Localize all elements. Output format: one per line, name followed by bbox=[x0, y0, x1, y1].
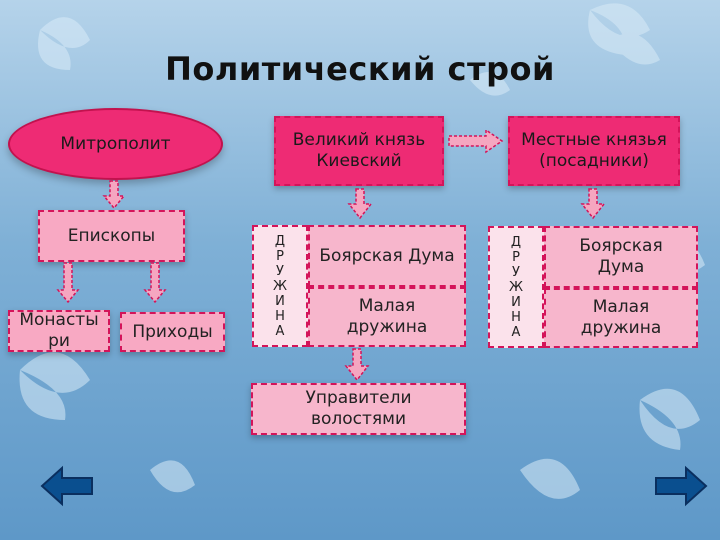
boyar-duma-center-node: Боярская Дума bbox=[308, 225, 466, 287]
boyar-duma-right-line2: Дума bbox=[597, 257, 645, 277]
grand-prince-label-line2: Киевский bbox=[316, 151, 402, 171]
druzhina-letter: И bbox=[275, 293, 285, 309]
druzhina-letter: У bbox=[512, 264, 520, 280]
monasteries-label-line2: ри bbox=[48, 331, 70, 351]
druzhina-vertical-center: Д Р У Ж И Н А bbox=[252, 225, 308, 347]
grand-prince-node: Великий князь Киевский bbox=[274, 116, 444, 186]
local-princes-label-line1: Местные князья bbox=[521, 130, 667, 150]
druzhina-letter: Д bbox=[274, 233, 286, 249]
boyar-duma-right-line1: Боярская bbox=[579, 236, 663, 256]
druzhina-letter: Н bbox=[511, 309, 521, 325]
druzhina-letter: Д bbox=[510, 234, 522, 250]
governors-label-line1: Управители bbox=[305, 388, 412, 408]
druzhina-letter: Ж bbox=[508, 279, 523, 295]
local-princes-node: Местные князья (посадники) bbox=[508, 116, 680, 186]
monasteries-label-line1: Монасты bbox=[19, 310, 99, 330]
right-arrow-icon bbox=[655, 465, 708, 507]
druzhina-letter: Р bbox=[276, 248, 284, 264]
arrow-group-to-governors bbox=[344, 348, 370, 382]
small-retinue-center-node: Малая дружина bbox=[308, 287, 466, 347]
bishops-label: Епископы bbox=[67, 225, 156, 246]
arrow-bishops-to-parishes bbox=[143, 262, 167, 304]
small-retinue-right-node: Малая дружина bbox=[544, 288, 698, 348]
druzhina-letter: У bbox=[276, 263, 284, 279]
boyar-duma-right-node: Боярская Дума bbox=[544, 226, 698, 288]
druzhina-vertical-right: Д Р У Ж И Н А bbox=[488, 226, 544, 348]
governors-node: Управители волостями bbox=[251, 383, 466, 435]
druzhina-letter: Ж bbox=[272, 278, 287, 294]
local-princes-label-line2: (посадники) bbox=[539, 151, 649, 171]
governors-label-line2: волостями bbox=[310, 409, 407, 429]
monasteries-node: Монасты ри bbox=[8, 310, 110, 352]
parishes-label: Приходы bbox=[132, 321, 213, 342]
small-retinue-right-line2: дружина bbox=[580, 318, 662, 338]
druzhina-letter: Н bbox=[275, 308, 285, 324]
arrow-grand-to-duma bbox=[347, 188, 373, 220]
back-button[interactable] bbox=[40, 465, 96, 507]
bishops-node: Епископы bbox=[38, 210, 185, 262]
arrow-metropolitan-to-bishops bbox=[102, 180, 126, 210]
metropolitan-node: Митрополит bbox=[8, 108, 223, 180]
druzhina-letter: Р bbox=[512, 249, 520, 265]
druzhina-letter: А bbox=[511, 324, 521, 340]
small-retinue-right-line1: Малая bbox=[592, 297, 650, 317]
small-retinue-center-line2: дружина bbox=[346, 317, 428, 337]
boyar-duma-center-label: Боярская Дума bbox=[319, 245, 455, 266]
page-title: Политический строй bbox=[165, 50, 555, 88]
parishes-node: Приходы bbox=[120, 312, 225, 352]
arrow-bishops-to-monasteries bbox=[56, 262, 80, 304]
druzhina-letter: И bbox=[511, 294, 521, 310]
forward-button[interactable] bbox=[652, 465, 708, 507]
small-retinue-center-line1: Малая bbox=[358, 296, 416, 316]
grand-prince-label-line1: Великий князь bbox=[292, 130, 426, 150]
arrow-local-to-duma bbox=[580, 188, 606, 220]
druzhina-letter: А bbox=[275, 323, 285, 339]
arrow-grand-to-local bbox=[448, 128, 504, 154]
metropolitan-label: Митрополит bbox=[60, 134, 171, 154]
left-arrow-icon bbox=[40, 465, 93, 507]
